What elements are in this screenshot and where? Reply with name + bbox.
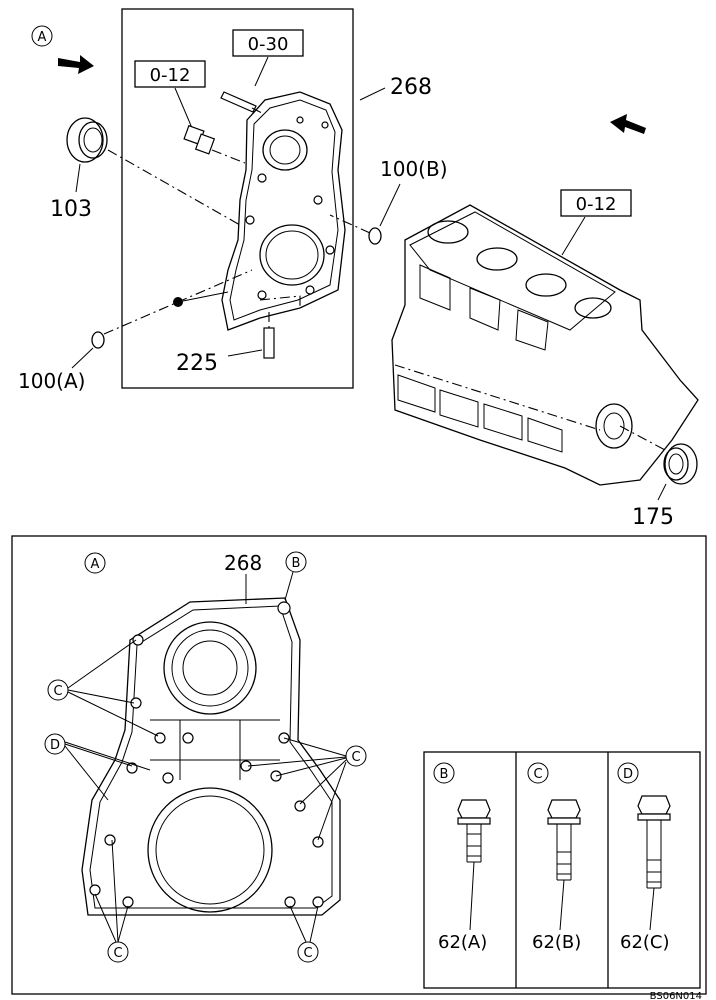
detail-view-marker: A (84, 552, 106, 574)
svg-text:C: C (351, 750, 360, 765)
o-ring-100a (91, 269, 253, 349)
bolt-marker-c-left-upper: C (47, 639, 159, 737)
svg-text:0-12: 0-12 (150, 65, 191, 86)
svg-text:A: A (91, 557, 100, 572)
detail-frame (11, 535, 707, 995)
bolt-c: C 62(B) (527, 762, 581, 953)
oil-seal-103 (66, 117, 241, 226)
part-label-100a: 100(A) (18, 369, 85, 393)
bolt-marker-c-right: C (247, 737, 367, 841)
spec-label-0-12-block: 0-12 (560, 189, 632, 256)
part-label-225: 225 (176, 351, 218, 376)
svg-text:0-30: 0-30 (248, 34, 289, 55)
bolt-marker-d-left: D (44, 733, 151, 801)
direction-arrow-left (58, 55, 94, 74)
detail-bolt-holes (89, 601, 324, 908)
spec-label-0-30: 0-30 (232, 29, 304, 87)
part-label-103: 103 (50, 197, 92, 222)
svg-text:B: B (440, 767, 449, 782)
bolt-label-62b: 62(B) (532, 932, 581, 953)
bolt-label-62c: 62(C) (620, 932, 670, 953)
bolt-marker-c-bottom-right: C (289, 905, 319, 963)
view-a-marker: A (31, 25, 53, 47)
dowel-pin-top (220, 91, 265, 115)
marker-dot (173, 297, 183, 307)
bolt-marker-b-detail: B (284, 551, 307, 601)
cover-frame (121, 8, 354, 389)
svg-text:D: D (623, 767, 633, 782)
direction-arrow-right (610, 114, 646, 134)
o-ring-100b (329, 214, 382, 245)
detail-label-268: 268 (224, 551, 262, 575)
svg-text:C: C (113, 946, 122, 961)
figure-code: BS06N014 (650, 991, 702, 1000)
fitting-part (183, 124, 246, 164)
svg-text:0-12: 0-12 (576, 194, 617, 215)
part-label-268: 268 (390, 75, 432, 100)
svg-text:C: C (303, 946, 312, 961)
spec-label-0-12-left: 0-12 (134, 60, 206, 129)
front-cover-detail (81, 597, 341, 916)
svg-text:C: C (533, 767, 542, 782)
pin-225 (263, 312, 275, 359)
svg-text:D: D (50, 738, 60, 753)
bolt-panel (423, 751, 701, 989)
part-label-175: 175 (632, 505, 674, 530)
oil-seal-175 (663, 443, 698, 485)
part-label-100b: 100(B) (380, 157, 448, 181)
bolt-marker-c-bottom-left: C (94, 839, 129, 963)
svg-text:A: A (38, 30, 47, 45)
svg-text:C: C (53, 684, 62, 699)
engine-block (391, 204, 699, 486)
svg-text:B: B (292, 556, 301, 571)
bolt-b: B 62(A) (433, 762, 491, 953)
bolt-d: D 62(C) (617, 762, 671, 953)
bolt-label-62a: 62(A) (438, 932, 487, 953)
front-cover-top (221, 91, 346, 331)
